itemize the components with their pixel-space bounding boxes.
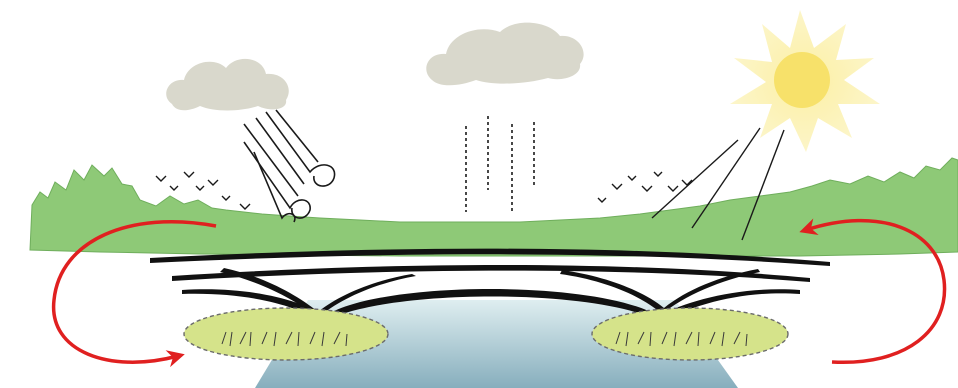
birds — [156, 172, 692, 209]
cloud-center — [426, 23, 583, 86]
tree-line — [30, 158, 958, 256]
grass-patch-left — [184, 308, 388, 360]
grass-patch-right — [592, 308, 788, 360]
sun — [730, 10, 880, 152]
cloud-left — [166, 59, 289, 111]
rain — [466, 116, 534, 214]
wind-icon — [244, 110, 335, 222]
